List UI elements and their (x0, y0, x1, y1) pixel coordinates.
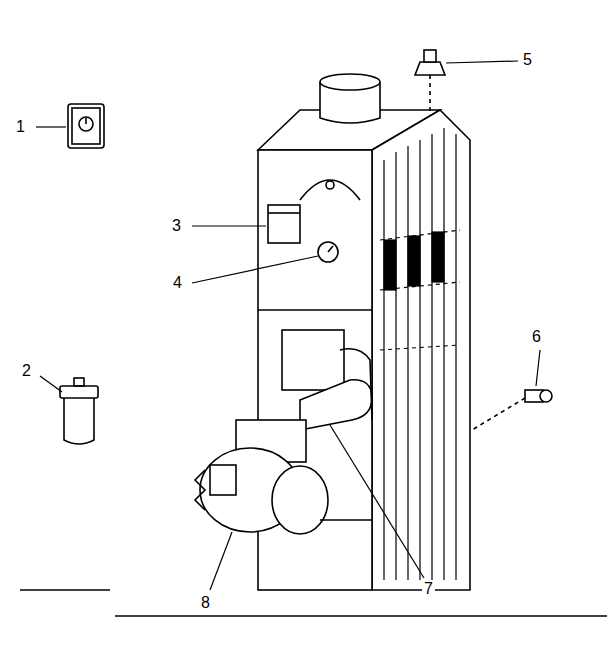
callout-number: 1 (14, 118, 27, 136)
motor-plate (210, 465, 236, 495)
callout-number: 6 (530, 328, 543, 346)
callout-number: 5 (521, 51, 534, 69)
filter-cap (60, 386, 98, 398)
filter-fitting (74, 378, 84, 386)
leader-lines (36, 61, 540, 590)
gauge (318, 242, 338, 262)
inspection-plate (300, 180, 360, 200)
sight-port (326, 181, 334, 189)
callout-number: 8 (199, 594, 212, 612)
thermostat (68, 104, 104, 148)
boiler-body (258, 74, 470, 590)
fan-housing (272, 466, 328, 534)
thermostat-body (68, 104, 104, 148)
panel-seam (258, 309, 372, 311)
motor-fins (195, 470, 205, 510)
oil-filter (60, 378, 98, 444)
callout-number: 3 (170, 217, 183, 235)
blast-tube (300, 380, 372, 430)
support-rod (320, 519, 372, 521)
flue-collar (320, 74, 380, 123)
relief-valve (415, 50, 445, 112)
oil-line (340, 349, 372, 420)
filter-bowl (64, 396, 94, 444)
burner-door (282, 330, 344, 390)
thermostat-needle (85, 118, 87, 124)
ground-lines (20, 590, 607, 616)
drain-valve (472, 390, 552, 430)
control-relay (268, 205, 300, 243)
thermostat-face (72, 108, 100, 144)
thermostat-dial (79, 117, 93, 131)
side-fins (380, 128, 460, 580)
callout-number: 7 (422, 580, 435, 598)
burner-assembly (195, 349, 372, 534)
callout-number: 2 (20, 362, 33, 380)
callout-number: 4 (171, 274, 184, 292)
